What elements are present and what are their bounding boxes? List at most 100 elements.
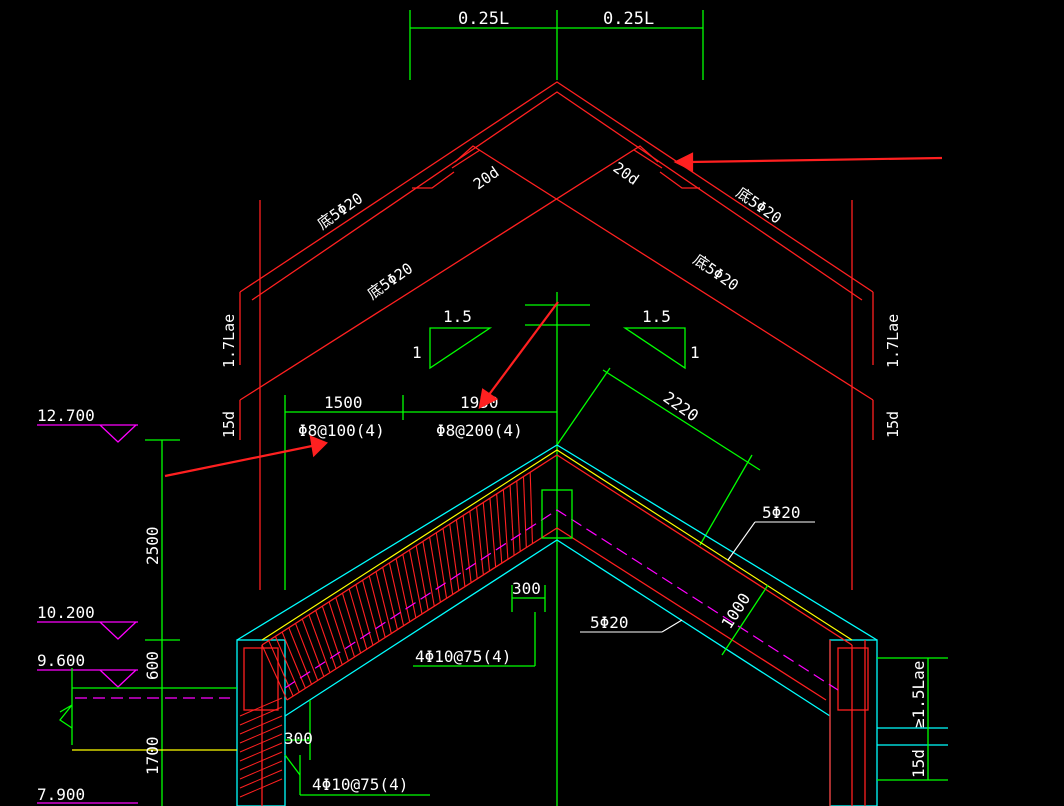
stirrup-line	[301, 618, 325, 677]
column-stirrup-line	[239, 760, 283, 780]
stirrup-beam-1-label: 4Φ10@75(4)	[415, 647, 511, 666]
stirrup-line	[462, 515, 472, 583]
stirrup-line	[341, 593, 362, 654]
stirrup-line	[422, 541, 435, 607]
slope-triangle-left	[429, 327, 493, 370]
hook-15d-bottom-label: 15d	[909, 749, 928, 778]
dim-300-top-line	[413, 585, 546, 667]
beam-stirrups	[261, 472, 534, 701]
top-bar-lower-left-label: 底5Φ20	[364, 259, 416, 303]
dim-2220-line	[556, 367, 761, 546]
stirrup-dense-label: Φ8@100(4)	[298, 421, 385, 440]
anchor-left-label: 1.7Lae	[220, 314, 238, 368]
column-stirrup-line	[239, 778, 283, 798]
column-stirrup-line	[239, 751, 283, 771]
upper-rebar-group	[239, 81, 874, 590]
dim-1700-label: 1700	[143, 736, 162, 775]
dim-300-bottom-label: 300	[284, 729, 313, 748]
elev-9600-label: 9.600	[37, 651, 85, 670]
elev-12700-label: 12.700	[37, 406, 95, 425]
slope-right-side-label: 1	[690, 343, 700, 362]
hook-15d-left-label: 15d	[220, 411, 238, 438]
column-stirrup-line	[239, 724, 283, 744]
stirrup-line	[362, 580, 380, 642]
anchor-right-label: 1.7Lae	[884, 314, 902, 368]
column-stirrup-line	[239, 742, 283, 762]
column-stirrup-line	[239, 706, 283, 726]
hook-left-label: 20d	[470, 163, 503, 193]
stirrup-line	[295, 623, 319, 681]
stirrup-line	[482, 502, 491, 572]
top-left-span-label: 0.25L	[458, 9, 509, 29]
stirrup-line	[496, 493, 503, 564]
stirrup-line	[321, 605, 343, 665]
elev-10200-label: 10.200	[37, 603, 95, 622]
elevation-marks	[37, 424, 138, 804]
beam-centerline	[75, 509, 839, 699]
stirrup-sparse-label: Φ8@200(4)	[436, 421, 523, 440]
slope-left-side-label: 1	[412, 343, 422, 362]
ridge-joint-box	[541, 489, 573, 539]
top-bar-upper-left-label: 底5Φ20	[314, 189, 366, 233]
stirrup-line	[355, 584, 374, 646]
top-bar-upper-right-label: 底5Φ20	[733, 184, 785, 228]
annotation-arrows	[164, 152, 943, 478]
column-stirrups	[239, 697, 283, 798]
ridge-centerline	[525, 292, 590, 806]
bar-leaders	[580, 521, 815, 633]
stirrup-line	[281, 631, 306, 689]
stirrup-line	[368, 575, 386, 638]
slope-left-top-label: 1.5	[443, 307, 472, 326]
bar-top-label: 5Φ20	[762, 503, 801, 522]
column-stirrup-line	[239, 733, 283, 753]
dim-2500-label: 2500	[143, 526, 162, 565]
stirrup-line	[328, 601, 349, 662]
slope-right-top-label: 1.5	[642, 307, 671, 326]
stirrup-line	[375, 571, 392, 634]
stirrup-zone-dimension	[284, 395, 557, 590]
hook-15d-right-label: 15d	[884, 411, 902, 438]
stirrup-line	[274, 636, 300, 693]
stirrup-line	[435, 532, 448, 599]
stirrup-line	[335, 597, 356, 658]
bar-bottom-label: 5Φ20	[590, 613, 629, 632]
stirrup-line	[261, 644, 288, 701]
top-span-dimension	[409, 10, 704, 80]
top-right-span-label: 0.25L	[603, 9, 654, 29]
column-stirrup-line	[239, 697, 283, 717]
stirrup-beam-2-label: 4Φ10@75(4)	[312, 775, 408, 794]
right-anchor-dimension	[877, 657, 948, 781]
stirrup-line	[455, 519, 466, 587]
stirrup-line	[475, 506, 484, 575]
stirrup-line	[509, 485, 515, 556]
dim-300-bottom-line	[284, 700, 430, 796]
stirrup-line	[315, 610, 337, 669]
elev-7900-label: 7.900	[37, 785, 85, 804]
dim-300-top-label: 300	[512, 579, 541, 598]
column-stirrup-line	[239, 769, 283, 789]
stirrup-line	[449, 524, 460, 591]
stirrup-line	[388, 562, 405, 626]
left-vertical-dimension	[59, 439, 237, 806]
stirrup-line	[489, 498, 497, 568]
stirrup-line	[402, 554, 417, 619]
stirrup-line	[348, 588, 368, 650]
dim-1000-label: 1000	[717, 590, 754, 633]
stirrup-line	[516, 480, 521, 552]
stirrup-line	[529, 472, 534, 544]
dim-600-label: 600	[143, 651, 162, 680]
column-stirrup-line	[239, 715, 283, 735]
dim-1500-label: 1500	[324, 393, 363, 412]
stirrup-line	[308, 614, 331, 673]
stirrup-line	[288, 627, 313, 685]
stirrup-line	[469, 511, 478, 579]
stirrup-line	[415, 545, 429, 611]
stirrup-line	[395, 558, 411, 622]
stirrup-line	[502, 489, 509, 560]
stirrup-line	[522, 476, 527, 548]
slope-triangle-right	[622, 327, 686, 370]
beam-top-edge	[261, 449, 853, 641]
stirrup-line	[442, 528, 454, 595]
dim-1000-line	[721, 584, 769, 656]
